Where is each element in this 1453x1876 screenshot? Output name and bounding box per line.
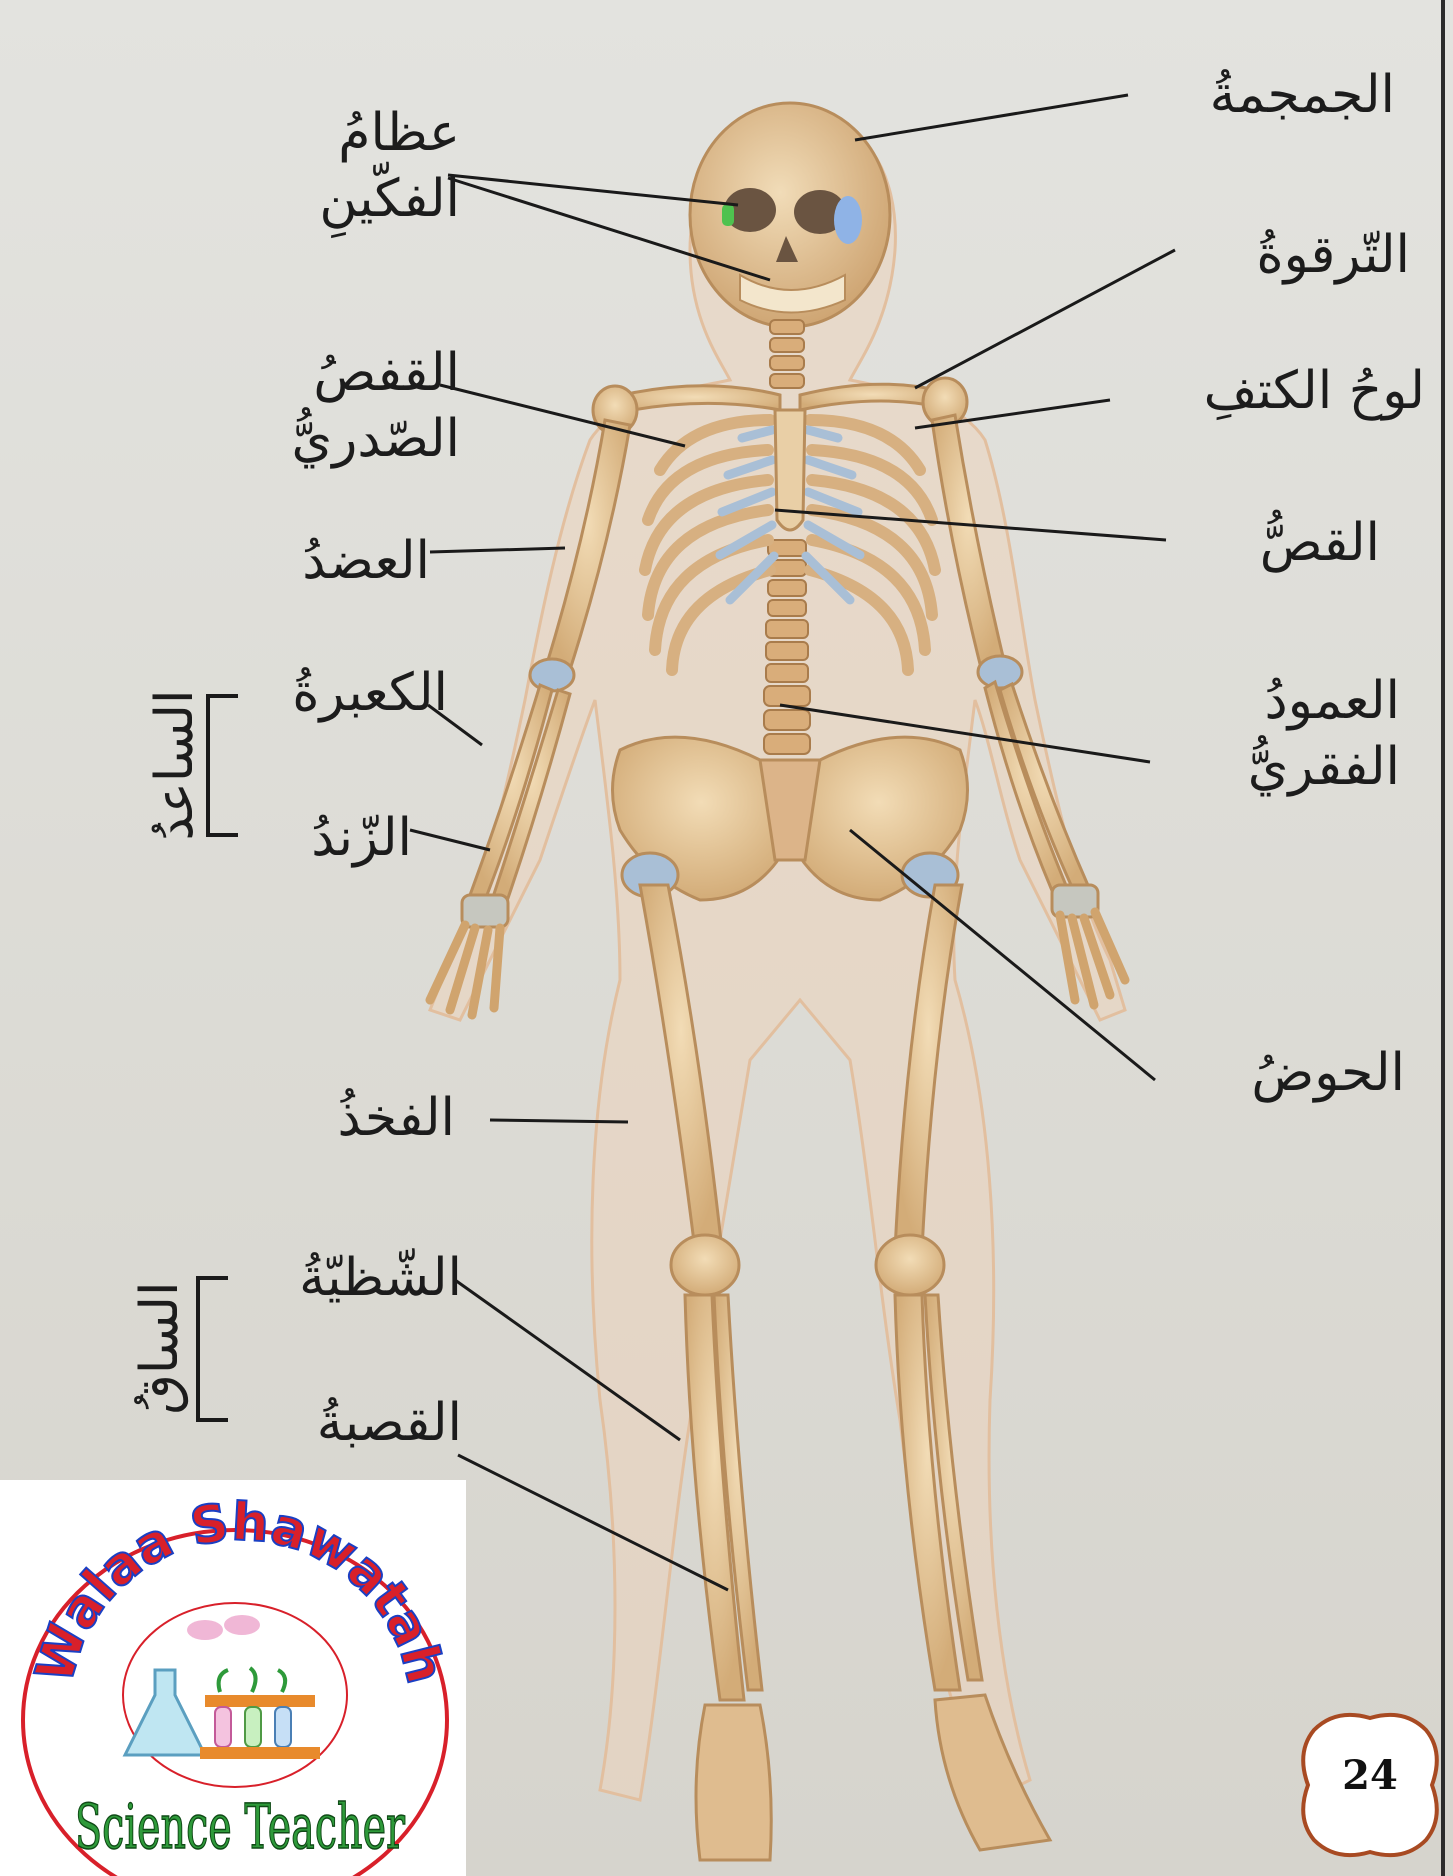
label-ulna: الزّندُ [252, 805, 412, 871]
teacher-logo: Walaa Shawatah Science Teacher [0, 1480, 466, 1876]
label-femur: الفخذُ [255, 1085, 455, 1151]
label-forearm: الساعدُ [145, 660, 205, 870]
label-spine: العمودُ الفقريُّ [1170, 668, 1400, 800]
logo-bottom-text: Science Teacher [75, 1790, 405, 1863]
page-border [1441, 0, 1445, 1876]
label-sternum: القصُّ [1200, 510, 1380, 576]
label-clavicle: التّرقوةُ [1180, 222, 1410, 288]
label-rib-cage: القفصُ الصّدريُّ [210, 340, 460, 472]
label-fibula: الشّظيّةُ [232, 1245, 462, 1311]
skull-drawing [690, 103, 890, 327]
label-jaw-bones: عظامُ الفكّينِ [280, 100, 460, 232]
label-scapula: لوحُ الكتفِ [1095, 358, 1425, 424]
label-radius: الكعبرةُ [238, 660, 448, 726]
label-humerus: العضدُ [210, 528, 430, 594]
label-pelvis: الحوضُ [1165, 1040, 1405, 1106]
label-skull: الجمجمةُ [1135, 62, 1395, 128]
page-number: 24 [1296, 1752, 1444, 1799]
body-silhouette [430, 119, 1125, 1800]
label-leg: الساقُ [130, 1248, 190, 1448]
label-tibia: القصبةُ [232, 1390, 462, 1456]
